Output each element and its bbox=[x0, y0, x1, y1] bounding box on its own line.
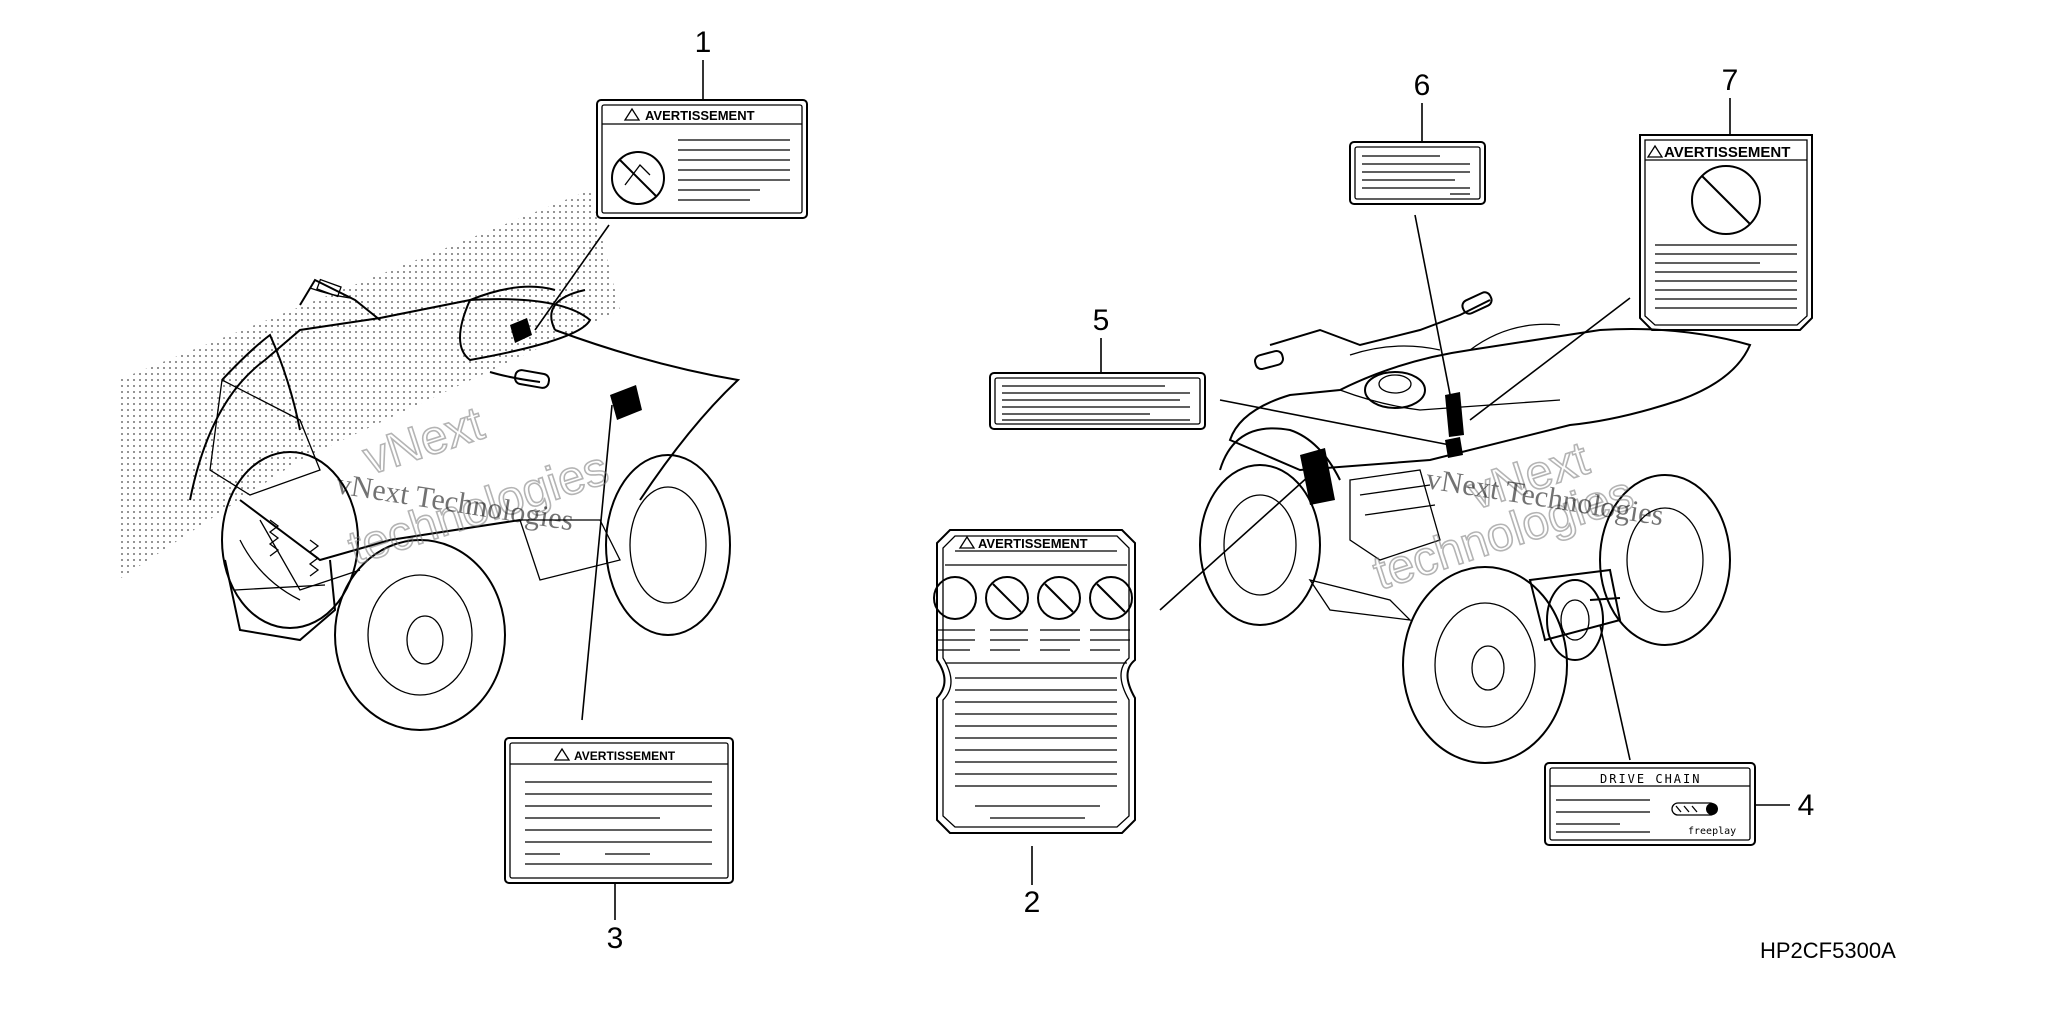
leader-lines bbox=[534, 214, 1631, 761]
callouts: 1 3 2 5 6 7 4 bbox=[607, 26, 1815, 955]
diagram-code: HP2CF5300A bbox=[1760, 938, 1896, 963]
callout-2: 2 bbox=[1024, 886, 1041, 919]
callout-1: 1 bbox=[695, 26, 712, 59]
label-1-warning: AVERTISSEMENT bbox=[596, 99, 808, 219]
label-3-title: AVERTISSEMENT bbox=[574, 749, 676, 763]
atv-front-illustration bbox=[118, 190, 741, 731]
label-7-warning: AVERTISSEMENT bbox=[1639, 134, 1813, 331]
callout-4: 4 bbox=[1798, 789, 1815, 822]
label-3-warning: AVERTISSEMENT bbox=[504, 737, 734, 884]
label-5 bbox=[989, 372, 1206, 430]
callout-7: 7 bbox=[1722, 64, 1739, 97]
label-1-title: AVERTISSEMENT bbox=[645, 108, 755, 123]
callout-3: 3 bbox=[607, 922, 624, 955]
label-7-title: AVERTISSEMENT bbox=[1664, 144, 1790, 161]
callout-6: 6 bbox=[1414, 69, 1431, 102]
chain-icon bbox=[1671, 802, 1718, 816]
label-2-title: AVERTISSEMENT bbox=[978, 536, 1088, 551]
prohibition-icons bbox=[933, 576, 1133, 620]
callout-5: 5 bbox=[1093, 304, 1110, 337]
label-4-drive-chain: DRIVE CHAIN freeplay bbox=[1544, 762, 1756, 846]
drive-chain-title: DRIVE CHAIN bbox=[1600, 772, 1701, 786]
freeplay-text: freeplay bbox=[1688, 826, 1736, 837]
label-6 bbox=[1349, 141, 1486, 205]
label-2-warning: AVERTISSEMENT bbox=[933, 529, 1136, 834]
